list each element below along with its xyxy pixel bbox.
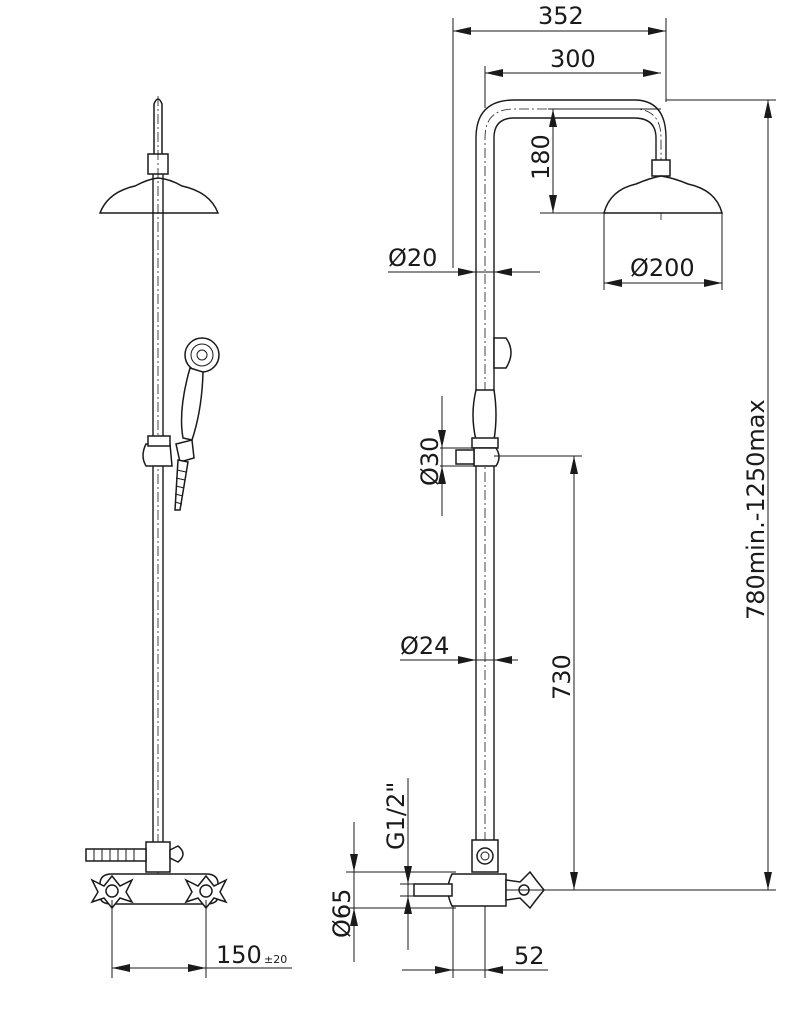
dim-lower-pipe-diameter: Ø24 <box>400 632 449 660</box>
front-hand-shower <box>174 337 220 511</box>
front-right-handle <box>184 874 228 910</box>
dim-upper-pipe-diameter: Ø20 <box>388 244 437 272</box>
side-hook <box>493 337 512 369</box>
side-head-nut <box>651 159 671 177</box>
dim-arm-drop: 180 <box>527 134 555 180</box>
dim-thread: G1/2" <box>382 782 410 850</box>
dim-bracket-height: 730 <box>548 654 576 700</box>
side-inlet-pipe <box>413 883 453 897</box>
front-hose-connector <box>85 848 147 862</box>
dim-bracket-diameter: Ø30 <box>416 437 444 486</box>
dim-overall-width: 352 <box>538 2 584 30</box>
dim-escutcheon-diameter: Ø65 <box>328 889 356 938</box>
side-hand-shower <box>472 389 497 441</box>
front-left-handle <box>90 874 134 910</box>
front-top-rod <box>153 98 163 161</box>
dim-inlet-spacing: 150 <box>216 941 262 969</box>
dim-overall-height: 780min.-1250max <box>742 399 770 620</box>
side-shower-head <box>603 175 723 214</box>
front-slider-ring <box>147 435 171 447</box>
front-diverter-knob <box>169 845 184 863</box>
side-mixer-body <box>447 873 507 907</box>
side-riser-arm-outer <box>475 99 667 842</box>
side-riser-arm-inner <box>493 117 657 842</box>
front-shower-head <box>98 177 220 214</box>
dim-arm-reach: 300 <box>550 45 596 73</box>
side-bracket-arm <box>455 449 475 465</box>
side-view: 352 300 180 Ø200 Ø20 Ø30 <box>328 2 776 978</box>
front-view: 150 ±20 <box>85 96 292 978</box>
front-diverter <box>145 841 171 873</box>
side-bracket-ring <box>471 437 499 449</box>
dim-inlet-spacing-tolerance: ±20 <box>264 953 287 966</box>
front-slider <box>142 443 173 467</box>
side-bracket <box>473 447 500 467</box>
dim-head-diameter: Ø200 <box>630 254 695 282</box>
dim-wall-offset: 52 <box>514 942 545 970</box>
